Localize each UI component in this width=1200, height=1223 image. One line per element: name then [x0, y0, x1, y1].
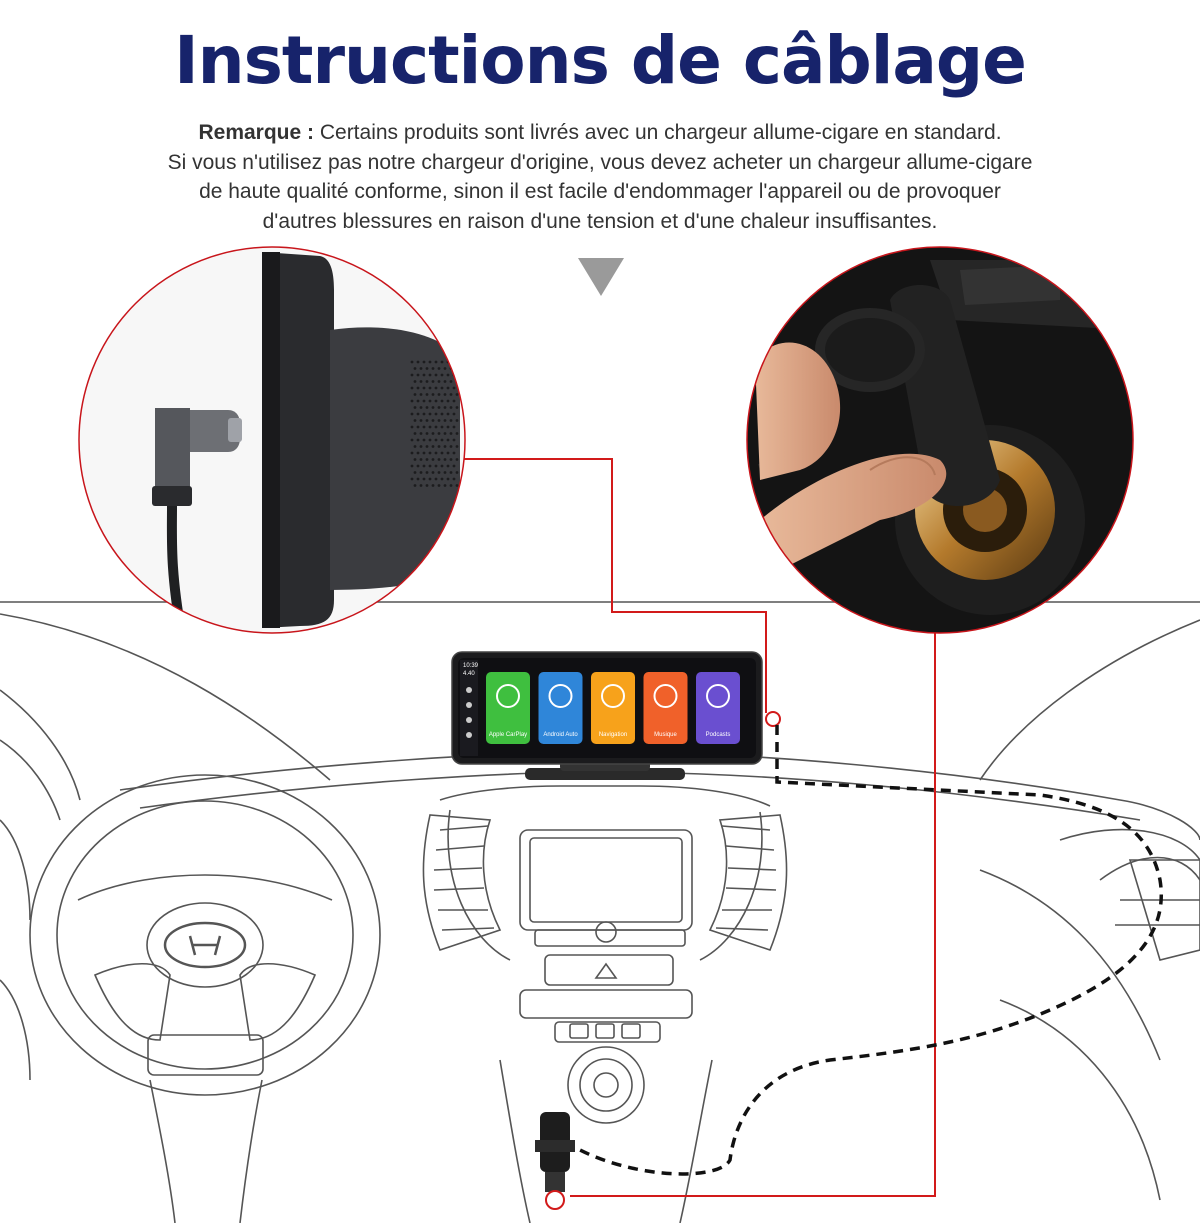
navigation-icon [601, 684, 625, 708]
app-tile: Podcasts [696, 672, 740, 744]
lighter-plug [535, 1112, 575, 1210]
app-tile-label: Android Auto [543, 732, 578, 738]
remark-line-2: Si vous n'utilisez pas notre chargeur d'… [167, 150, 1033, 174]
android-auto-icon [548, 684, 573, 708]
carplay-device: 10:39 4.40 Apple CarPlay Android Auto Navi… [451, 651, 781, 780]
down-arrow-icon [578, 258, 624, 296]
back-icon [466, 717, 472, 723]
zoom-circle-usb [78, 246, 466, 634]
wiring-paths [455, 458, 1163, 1197]
app-tile-label: Musique [654, 732, 677, 738]
carplay-icon [496, 684, 520, 708]
app-tile-label: Podcasts [706, 732, 731, 738]
device-time: 10:39 [463, 663, 479, 669]
app-tile: Android Auto [538, 672, 583, 744]
app-tile: Apple CarPlay [486, 672, 530, 744]
remark-label: Remarque : [198, 121, 314, 144]
app-tile: Navigation [591, 672, 635, 744]
app-tile-label: Apple CarPlay [489, 732, 527, 738]
remark-line-1: Certains produits sont livrés avec un ch… [319, 121, 1002, 144]
settings-icon [466, 732, 472, 738]
zoom-circle-lighter [746, 246, 1134, 634]
remark-note: Remarque : Certains produits sont livrés… [60, 118, 1140, 236]
home-icon [466, 687, 472, 693]
app-tile-label: Navigation [599, 732, 627, 738]
music-icon [653, 684, 678, 708]
nav-icon [466, 702, 472, 708]
remark-line-3: de haute qualité conforme, sinon il est … [199, 180, 1001, 203]
device-date: 4.40 [463, 671, 475, 677]
power-port-marker [765, 711, 781, 727]
app-tile: Musique [643, 672, 688, 744]
remark-line-4: d'autres blessures en raison d'une tensi… [262, 209, 938, 233]
car-interior-drawing [0, 601, 1200, 1223]
podcast-icon [706, 684, 730, 708]
page-title: Instructions de câblage [174, 22, 1027, 99]
